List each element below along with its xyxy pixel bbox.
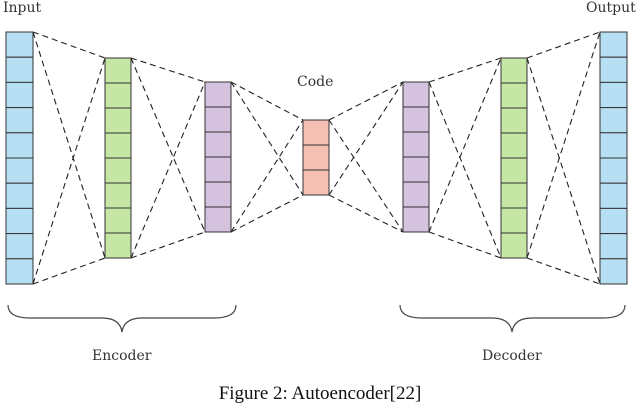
neuron-cell	[204, 106, 232, 133]
neuron-cell	[5, 81, 34, 109]
neuron-cell	[402, 131, 430, 158]
output-layer	[599, 31, 628, 285]
neuron-cell	[599, 233, 628, 260]
neuron-cell	[5, 258, 34, 285]
dashed-connection	[32, 57, 106, 285]
neuron-cell	[302, 119, 330, 146]
decoder-hidden-layer-1	[402, 81, 430, 233]
code-label: Code	[297, 74, 334, 90]
neuron-cell	[599, 132, 628, 159]
dashed-connection	[328, 194, 404, 233]
dashed-connection	[526, 31, 601, 59]
dashed-connection	[32, 257, 106, 285]
neuron-cell	[402, 181, 430, 208]
decoder-hidden-layer-2	[500, 57, 528, 259]
dashed-connection	[130, 81, 206, 259]
decoder-label: Decoder	[482, 348, 542, 364]
dashed-connection	[428, 81, 502, 259]
neuron-cell	[500, 107, 528, 134]
neuron-cell	[599, 207, 628, 235]
neuron-cell	[104, 57, 132, 84]
braces	[7, 304, 626, 333]
dashed-connection	[130, 57, 206, 83]
connection-edges	[32, 31, 601, 285]
neuron-cell	[204, 81, 232, 108]
decoder-brace	[399, 304, 626, 333]
neuron-cell	[204, 206, 232, 233]
neuron-cell	[104, 157, 132, 184]
neuron-cell	[5, 233, 34, 260]
neuron-cell	[5, 182, 34, 209]
neuron-cell	[599, 31, 628, 58]
neuron-cell	[500, 232, 528, 259]
neuron-cell	[104, 182, 132, 209]
neuron-cell	[402, 106, 430, 133]
dashed-connection	[130, 57, 206, 233]
neuron-cell	[5, 157, 34, 184]
neuron-cell	[5, 207, 34, 235]
dashed-connection	[32, 31, 106, 259]
neuron-cell	[599, 157, 628, 184]
output-label: Output	[586, 0, 636, 16]
figure-caption: Figure 2: Autoencoder[22]	[218, 383, 422, 404]
dashed-connection	[230, 119, 304, 233]
neuron-cell	[302, 144, 330, 171]
dashed-connection	[428, 231, 502, 259]
neuron-cell	[599, 81, 628, 109]
dashed-connection	[328, 119, 404, 233]
dashed-connection	[230, 194, 304, 233]
code-layer	[302, 119, 330, 196]
neuron-cell	[402, 81, 430, 108]
diagram-canvas	[5, 31, 628, 333]
dashed-connection	[130, 231, 206, 259]
neuron-cell	[104, 207, 132, 234]
neuron-cell	[104, 82, 132, 109]
neuron-cell	[104, 232, 132, 259]
neuron-cell	[599, 258, 628, 285]
neuron-cell	[599, 182, 628, 209]
neuron-cell	[104, 107, 132, 134]
neuron-cell	[204, 131, 232, 158]
neuron-cell	[104, 132, 132, 159]
dashed-connection	[526, 31, 601, 259]
neuron-cell	[402, 156, 430, 183]
dashed-connection	[428, 57, 502, 83]
dashed-connection	[328, 81, 404, 121]
neuron-cell	[5, 31, 34, 58]
dashed-connection	[230, 81, 304, 121]
encoder-brace	[7, 304, 237, 333]
neuron-cell	[500, 57, 528, 84]
dashed-connection	[428, 57, 502, 233]
encoder-hidden-layer-2	[204, 81, 232, 233]
dashed-connection	[230, 81, 304, 196]
neuron-cell	[204, 156, 232, 183]
neuron-cell	[5, 56, 34, 83]
input-layer	[5, 31, 34, 285]
neuron-cell	[402, 206, 430, 233]
neuron-cell	[599, 107, 628, 134]
neuron-cell	[500, 207, 528, 234]
encoder-label: Encoder	[92, 348, 152, 364]
neuron-cell	[204, 181, 232, 208]
dashed-connection	[328, 81, 404, 196]
neuron-cell	[302, 169, 330, 196]
dashed-connection	[526, 257, 601, 285]
dashed-connection	[526, 57, 601, 285]
neuron-cell	[5, 132, 34, 159]
network-layers	[5, 31, 628, 285]
neuron-cell	[599, 56, 628, 83]
neuron-cell	[500, 132, 528, 159]
input-label: Input	[3, 0, 42, 16]
dashed-connection	[32, 31, 106, 59]
neuron-cell	[5, 107, 34, 134]
neuron-cell	[500, 82, 528, 109]
neuron-cell	[500, 182, 528, 209]
neuron-cell	[500, 157, 528, 184]
encoder-hidden-layer-1	[104, 57, 132, 259]
